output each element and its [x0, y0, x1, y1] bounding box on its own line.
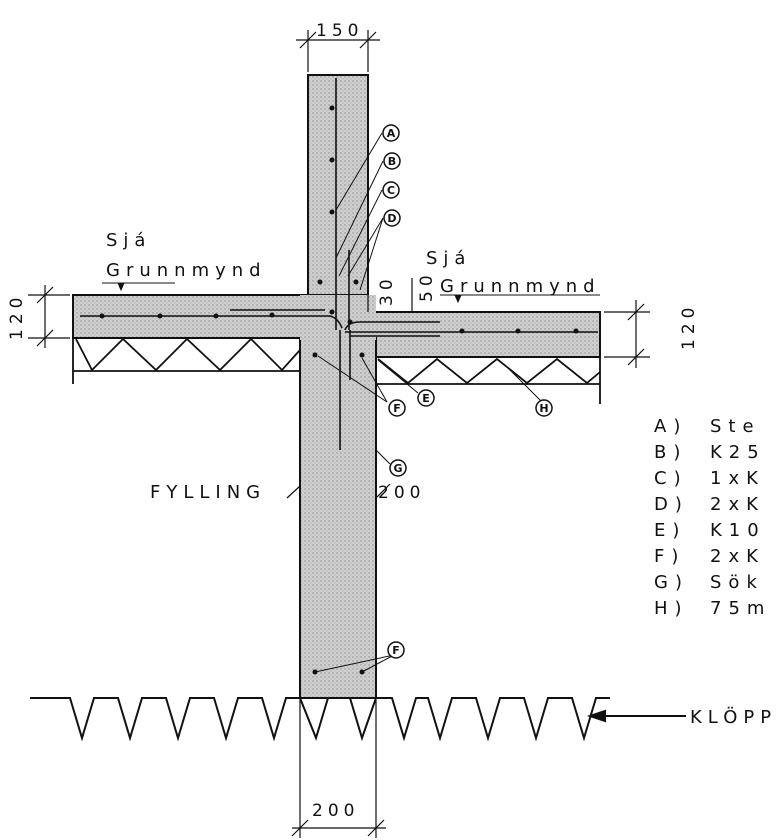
marker-F-lower: F	[387, 641, 405, 659]
svg-text:A: A	[387, 127, 396, 140]
dim-50: 50	[417, 270, 437, 302]
dim-left-120: 120	[7, 293, 27, 340]
note-plan-left: Grunnmynd	[106, 260, 267, 281]
svg-text:C: C	[387, 184, 395, 197]
note-fill: FYLLING	[150, 482, 266, 503]
legend-key-d: D)	[654, 494, 689, 515]
note-plan-right: Grunnmynd	[440, 276, 601, 297]
rebar-dots	[99, 105, 579, 675]
legend-key-f: F)	[654, 546, 685, 567]
dim-right-120: 120	[679, 303, 699, 350]
legend-key-b: B)	[654, 442, 687, 463]
junction	[300, 295, 376, 340]
marker-H: H	[535, 399, 553, 417]
legend-text-b: K25	[710, 442, 766, 463]
note-see-right: Sjá	[426, 248, 471, 269]
legend-key-h: H)	[654, 598, 689, 619]
legend-text-d: 2xK	[710, 494, 765, 515]
marker-F-upper: F	[388, 399, 406, 417]
marker-C: C	[382, 181, 400, 199]
legend-key-e: E)	[654, 520, 686, 541]
upper-wall	[307, 74, 369, 296]
legend-key-g: G)	[654, 572, 689, 593]
legend-text-c: 1xK	[710, 468, 765, 489]
svg-text:E: E	[422, 392, 430, 405]
marker-A: A	[382, 124, 400, 142]
insulation-left	[72, 337, 301, 384]
note-see-left: Sjá	[106, 230, 151, 251]
bedrock	[30, 697, 686, 742]
legend-text-a: Ste	[710, 416, 761, 437]
dim-bottom-200: 200	[312, 801, 359, 821]
svg-text:G: G	[393, 462, 402, 475]
dim-top-150: 150	[316, 21, 363, 41]
legend-key-a: A)	[654, 416, 687, 437]
svg-text:B: B	[388, 155, 396, 168]
lower-wall	[299, 337, 377, 699]
marker-D: D	[383, 209, 401, 227]
dim-30: 30	[377, 274, 397, 306]
legend-key-c: C)	[654, 468, 688, 489]
insulation-right	[376, 356, 601, 404]
svg-text:F: F	[393, 402, 401, 415]
legend-text-g: Sök	[710, 572, 764, 593]
svg-text:F: F	[392, 644, 400, 657]
svg-text:H: H	[539, 402, 548, 415]
dimension-lines	[28, 30, 650, 838]
legend-text-e: K10	[710, 520, 766, 541]
marker-E: E	[417, 389, 435, 407]
marker-B: B	[383, 152, 401, 170]
right-slab	[341, 311, 601, 358]
legend-text-h: 75m	[710, 598, 771, 619]
concrete-sections	[72, 74, 601, 699]
reinforcement	[80, 78, 598, 450]
marker-G: G	[389, 459, 407, 477]
svg-text:D: D	[387, 212, 396, 225]
dim-wall-200: 200	[378, 483, 425, 503]
legend-text-f: 2xK	[710, 546, 765, 567]
legend: A) Ste B) K25 C) 1xK D) 2xK E) K10 F) 2x…	[654, 416, 771, 619]
note-rock: KLÖPP	[690, 706, 777, 728]
leader-lines	[102, 132, 600, 673]
